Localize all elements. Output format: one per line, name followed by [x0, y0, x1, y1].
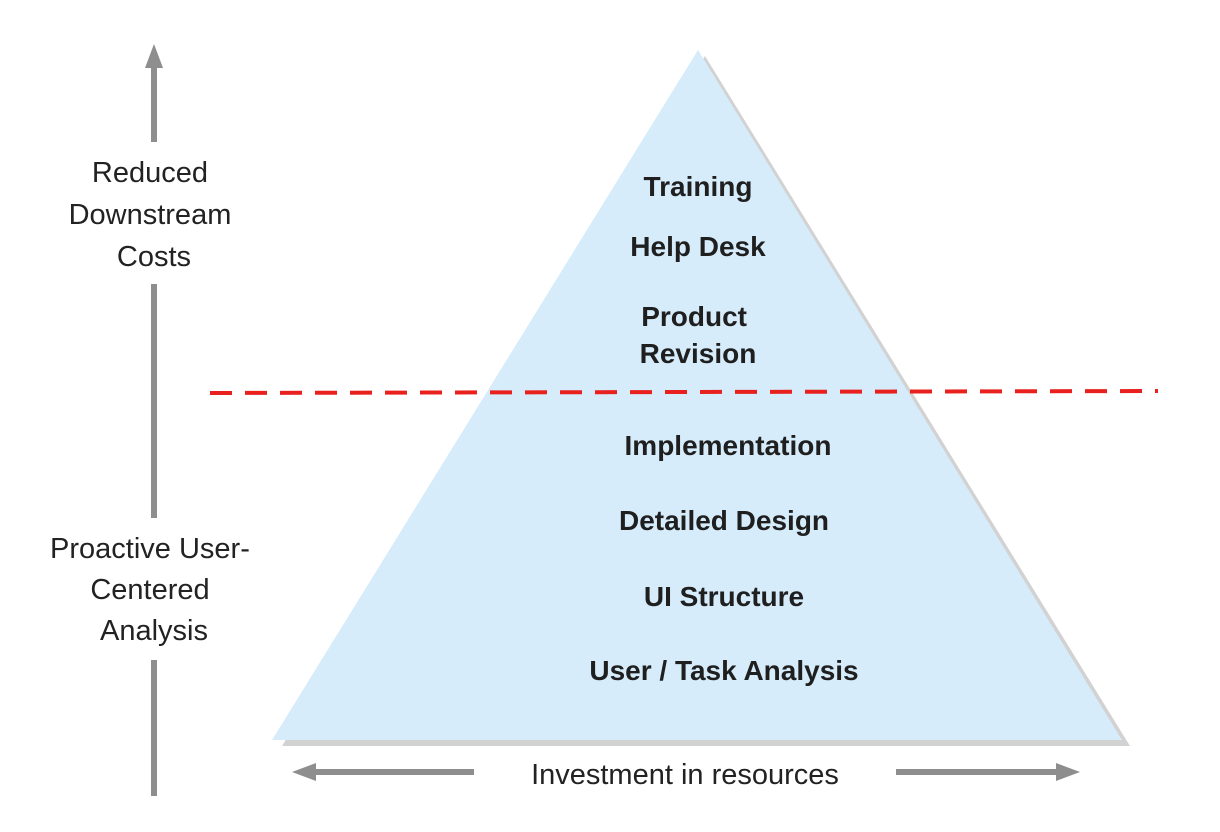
level-help-desk: Help Desk: [630, 231, 766, 262]
level-training-label: Training: [644, 171, 753, 202]
level-ui-structure: UI Structure: [644, 581, 804, 612]
level-product-revision: Product Revision: [640, 301, 757, 369]
reduced-costs-line-3: Costs: [117, 241, 191, 273]
pyramid-body: [272, 50, 1122, 740]
level-help-desk-label: Help Desk: [630, 231, 766, 262]
reduced-costs-line-1: Reduced: [92, 157, 208, 189]
level-user-task-analysis: User / Task Analysis: [589, 655, 858, 686]
proactive-analysis-line-1: Proactive User-: [50, 533, 250, 565]
level-ui-structure-label: UI Structure: [644, 581, 804, 612]
divider-line: [209, 389, 1159, 395]
reduced-costs-line-2: Downstream: [69, 199, 232, 231]
level-implementation-label: Implementation: [625, 430, 832, 461]
horizontal-axis: [292, 763, 1080, 781]
up-arrowhead-icon: [145, 44, 163, 68]
proactive-analysis-label: Proactive User- Centered Analysis: [50, 533, 258, 647]
left-arrowhead-icon: [292, 763, 316, 781]
proactive-analysis-line-3: Analysis: [100, 615, 208, 647]
reduced-costs-label: Reduced Downstream Costs: [69, 157, 240, 273]
investment-label: Investment in resources: [531, 759, 839, 791]
vertical-axis: [145, 44, 163, 796]
proactive-analysis-line-2: Centered: [90, 574, 209, 606]
level-detailed-design: Detailed Design: [619, 505, 829, 536]
level-user-task-analysis-label: User / Task Analysis: [589, 655, 858, 686]
level-product-revision-line-1: Product: [641, 301, 747, 332]
level-product-revision-line-2: Revision: [640, 338, 757, 369]
pyramid: [272, 50, 1130, 746]
level-implementation: Implementation: [625, 430, 832, 461]
level-detailed-design-label: Detailed Design: [619, 505, 829, 536]
right-arrowhead-icon: [1056, 763, 1080, 781]
level-training: Training: [644, 171, 753, 202]
